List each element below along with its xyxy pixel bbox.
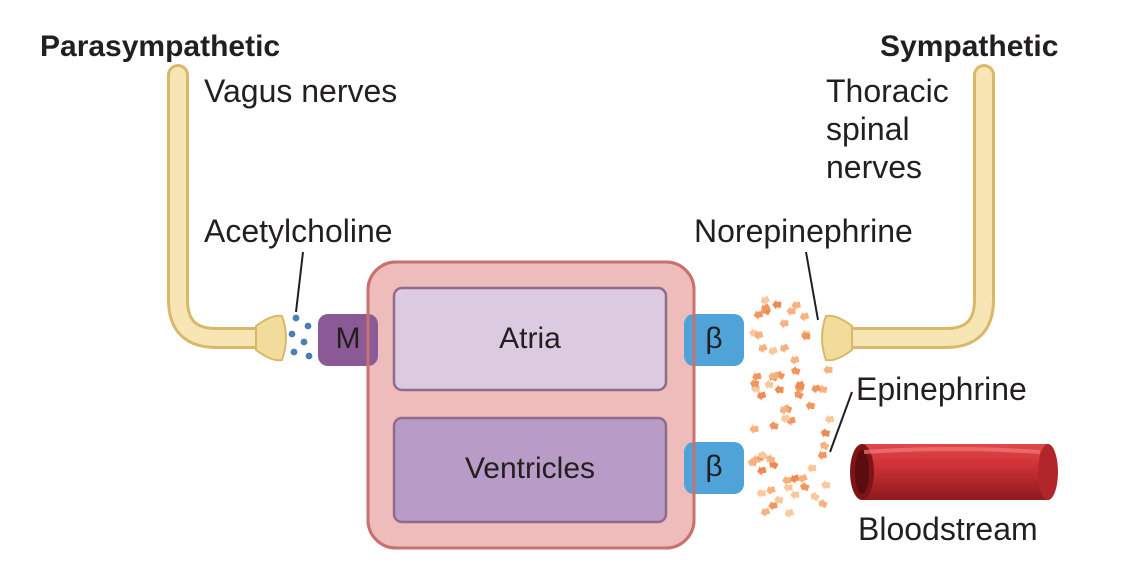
catecholamine-particle bbox=[790, 365, 801, 376]
catecholamine-particle bbox=[782, 475, 792, 486]
bloodstream-label: Bloodstream bbox=[858, 511, 1038, 547]
catecholamine-particle bbox=[820, 428, 831, 438]
catecholamine-particle bbox=[818, 498, 828, 509]
catecholamine-particle bbox=[790, 474, 800, 484]
catecholamine-particle bbox=[784, 508, 795, 519]
ventricles-chamber bbox=[392, 416, 668, 524]
atria-label: Atria bbox=[499, 322, 561, 355]
catecholamine-particle bbox=[766, 454, 776, 464]
sympathetic-label: Sympathetic bbox=[880, 30, 1059, 63]
catecholamine-particle bbox=[820, 440, 830, 451]
beta-receptor-atria-label: β bbox=[705, 322, 723, 355]
catecholamine-particle bbox=[779, 405, 790, 415]
beta-receptor-atria bbox=[684, 314, 744, 366]
catecholamine-particle bbox=[756, 488, 766, 499]
blood-vessel bbox=[850, 444, 1058, 500]
catecholamine-particle bbox=[794, 389, 804, 400]
norepinephrine-leader bbox=[805, 251, 819, 321]
catecholamine-particle bbox=[760, 295, 771, 306]
catecholamine-particle bbox=[818, 384, 828, 395]
catecholamine-particle bbox=[824, 414, 835, 425]
catecholamine-particle bbox=[807, 463, 817, 474]
catecholamine-particle bbox=[805, 400, 815, 411]
catecholamine-particle bbox=[772, 299, 782, 310]
catecholamine-particle bbox=[774, 384, 784, 395]
catecholamine-particle bbox=[758, 450, 768, 461]
beta-receptor-ventricles bbox=[684, 442, 744, 494]
beta-receptor-ventricles-label: β bbox=[705, 450, 723, 483]
catecholamine-particles bbox=[747, 295, 835, 519]
catecholamine-particle bbox=[779, 318, 789, 329]
catecholamine-particle bbox=[780, 413, 791, 424]
catecholamine-particle bbox=[768, 346, 778, 356]
catecholamine-particle bbox=[774, 494, 784, 505]
catecholamine-particle bbox=[801, 331, 811, 342]
thoracic-nerve-terminal bbox=[821, 314, 853, 362]
thoracic-nerve bbox=[821, 64, 995, 362]
catecholamine-particle bbox=[749, 378, 760, 389]
catecholamine-particle bbox=[749, 424, 759, 435]
catecholamine-particle bbox=[753, 310, 764, 320]
catecholamine-particle bbox=[761, 303, 771, 313]
catecholamine-particle bbox=[810, 491, 820, 502]
catecholamine-particle bbox=[790, 489, 800, 500]
catecholamine-particle bbox=[766, 485, 776, 496]
atria-chamber bbox=[392, 286, 668, 392]
acetylcholine-leader bbox=[295, 251, 304, 313]
catecholamine-particle bbox=[769, 371, 779, 381]
catecholamine-particle bbox=[779, 343, 790, 353]
catecholamine-particle bbox=[799, 311, 810, 322]
catecholamine-particle bbox=[747, 457, 758, 468]
parasympathetic-label: Parasympathetic bbox=[40, 30, 281, 63]
catecholamine-particle bbox=[758, 343, 768, 354]
catecholamine-particle bbox=[795, 380, 805, 391]
catecholamine-particle bbox=[760, 507, 771, 517]
norepinephrine-label: Norepinephrine bbox=[694, 213, 913, 249]
muscarinic-receptor bbox=[318, 314, 378, 366]
catecholamine-particle bbox=[823, 364, 833, 375]
catecholamine-particle bbox=[783, 482, 793, 493]
vagus-nerves-label: Vagus nerves bbox=[204, 73, 398, 109]
ventricles-label: Ventricles bbox=[464, 452, 596, 485]
vagus-nerve-terminal bbox=[255, 314, 287, 362]
vagus-nerve bbox=[167, 64, 287, 362]
catecholamine-particle bbox=[768, 500, 778, 511]
epinephrine-leader bbox=[829, 391, 853, 453]
catecholamine-particle bbox=[786, 306, 796, 317]
acetylcholine-label: Acetylcholine bbox=[204, 213, 393, 249]
catecholamine-particle bbox=[811, 384, 821, 394]
catecholamine-particle bbox=[757, 465, 767, 476]
acetylcholine-dots bbox=[288, 314, 313, 360]
catecholamine-particle bbox=[764, 379, 774, 390]
catecholamine-particle bbox=[821, 479, 831, 490]
thoracic-spinal-nerves-label: Thoracic spinal nerves bbox=[826, 73, 949, 185]
catecholamine-particle bbox=[817, 450, 827, 461]
catecholamine-particle bbox=[756, 391, 767, 401]
catecholamine-particle bbox=[800, 481, 810, 492]
muscarinic-receptor-label: M bbox=[335, 322, 361, 355]
catecholamine-particle bbox=[798, 473, 808, 484]
epinephrine-label: Epinephrine bbox=[856, 371, 1027, 407]
catecholamine-particle bbox=[769, 420, 779, 431]
catecholamine-particle bbox=[752, 371, 762, 382]
catecholamine-particle bbox=[790, 355, 800, 366]
catecholamine-particle bbox=[791, 300, 801, 311]
catecholamine-particle bbox=[753, 330, 764, 341]
